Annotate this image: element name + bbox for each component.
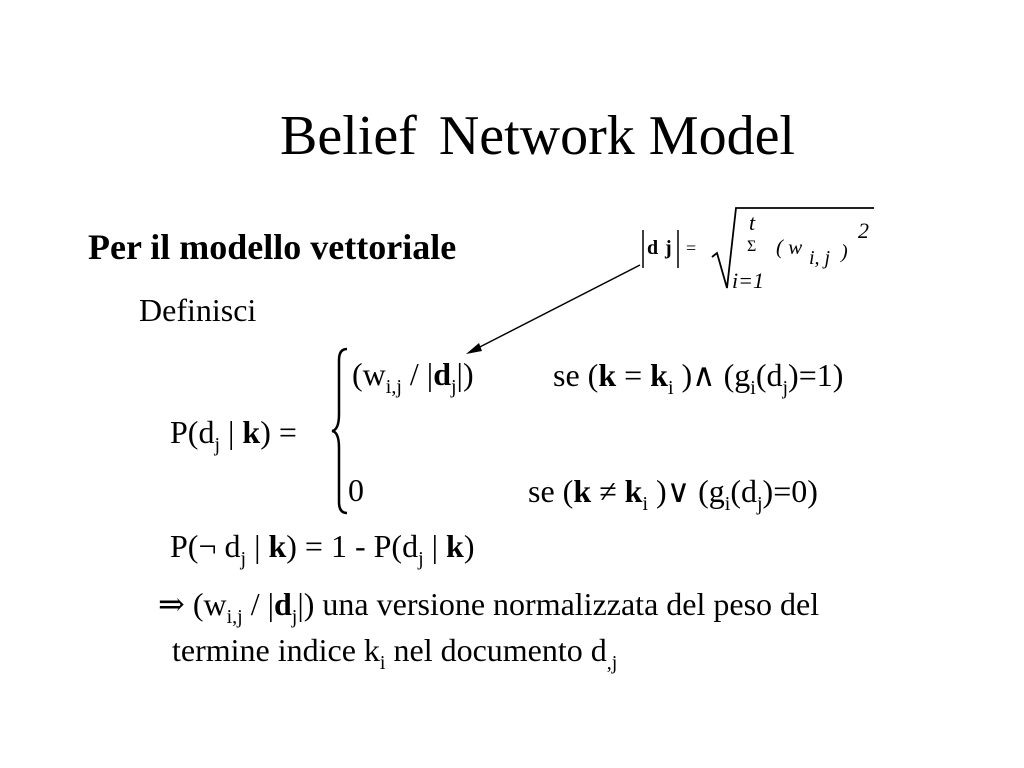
sigma-symbol: Σ — [747, 238, 756, 255]
note-line-2: termine indice ki nel documento d,j — [172, 632, 618, 674]
sum-lower: i=1 — [732, 268, 764, 293]
norm-d: d — [647, 237, 658, 259]
sum-upper: t — [749, 210, 756, 235]
section-heading: Per il modello vettoriale — [88, 227, 457, 267]
probability-lhs: P(dj | k) = — [170, 414, 297, 456]
title-part-2: Network Model — [438, 105, 795, 167]
note-line-1: ⇒ (wi,j / |dj|) una versione normalizzat… — [158, 586, 820, 628]
slide-title: Belief Network Model — [0, 104, 1024, 168]
case-1: (wi,j / |dj|) — [352, 356, 474, 398]
term-w: ( w — [776, 235, 802, 259]
define-label: Definisci — [139, 292, 257, 328]
negation-formula: P(¬ dj | k) = 1 - P(dj | k) — [170, 528, 475, 570]
norm-equals: = — [686, 238, 696, 258]
case-2-condition: se (k ≠ ki )∨ (gi(dj)=0) — [528, 473, 818, 515]
case-1-condition: se (k = ki )∧ (gi(dj)=1) — [553, 357, 844, 399]
norm-j: j — [664, 237, 672, 259]
term-sub: i, j — [809, 247, 831, 269]
title-part-1: Belief — [280, 105, 417, 167]
cases-brace — [331, 347, 348, 515]
implies-icon: ⇒ — [158, 586, 185, 622]
case-2-value: 0 — [348, 472, 364, 508]
term-close: ) — [840, 241, 848, 263]
exponent: 2 — [858, 218, 869, 243]
norm-formula: d j = t Σ ( w i, j ) 2 i=1 — [642, 207, 874, 293]
